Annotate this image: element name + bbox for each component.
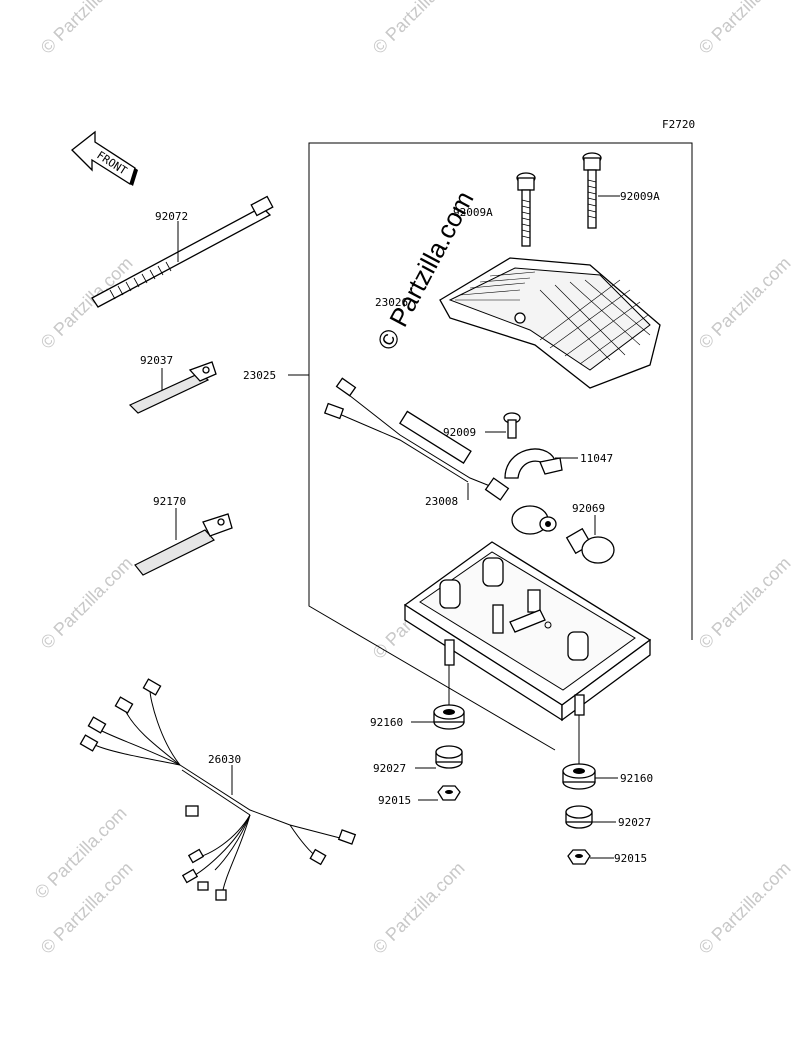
- label-92015-right: 92015: [614, 852, 647, 865]
- lens-23026: [439, 257, 661, 389]
- label-26030: 26030: [208, 753, 241, 766]
- screw-92009A-right: [582, 152, 620, 229]
- label-92009A-right: 92009A: [620, 190, 660, 203]
- watermark-tile: © Partzilla.com: [37, 253, 137, 353]
- label-92027-right: 92027: [618, 816, 651, 829]
- watermark-tile: © Partzilla.com: [369, 858, 469, 958]
- label-92072: 92072: [155, 210, 188, 223]
- watermark-tile: © Partzilla.com: [695, 858, 795, 958]
- watermark-tile: © Partzilla.com: [37, 0, 137, 58]
- watermark-tiles: © Partzilla.com © Partzilla.com © Partzi…: [31, 0, 795, 958]
- label-92069: 92069: [572, 502, 605, 515]
- wiring-harness-26030: [79, 678, 357, 901]
- label-92009A-left: 92009A: [453, 206, 493, 219]
- label-23025: 23025: [243, 369, 276, 382]
- label-92170: 92170: [153, 495, 186, 508]
- cable-tie-92072: [91, 195, 274, 308]
- watermark-tile: © Partzilla.com: [695, 0, 795, 58]
- clamp-11047: [504, 448, 578, 479]
- strip-92037: [128, 361, 217, 414]
- socket-23008: [323, 377, 557, 535]
- watermark-tile: © Partzilla.com: [695, 553, 795, 653]
- watermark-tile: © Partzilla.com: [369, 0, 469, 58]
- label-92009: 92009: [443, 426, 476, 439]
- label-92160-right: 92160: [620, 772, 653, 785]
- strip-92170: [134, 508, 233, 576]
- label-92037: 92037: [140, 354, 173, 367]
- lamp-housing: [403, 541, 652, 765]
- label-23026: 23026: [375, 296, 408, 309]
- watermark-tile: © Partzilla.com: [37, 553, 137, 653]
- assembly-bracket: [308, 142, 693, 610]
- label-11047: 11047: [580, 452, 613, 465]
- label-92027-left: 92027: [373, 762, 406, 775]
- watermark-center: © Partzilla.com: [371, 186, 480, 355]
- bulb-92069: [565, 515, 615, 564]
- screw-92009A-left: [516, 172, 536, 247]
- label-92015-left: 92015: [378, 794, 411, 807]
- grommet-stack-left: [411, 704, 465, 801]
- label-23008: 23008: [425, 495, 458, 508]
- front-arrow-icon: FRONT: [71, 130, 138, 186]
- screw-92009: [485, 412, 521, 439]
- grommet-stack-right: [562, 763, 618, 865]
- watermark-tile: © Partzilla.com: [695, 253, 795, 353]
- figure-code: F2720: [662, 118, 695, 131]
- label-92160-left: 92160: [370, 716, 403, 729]
